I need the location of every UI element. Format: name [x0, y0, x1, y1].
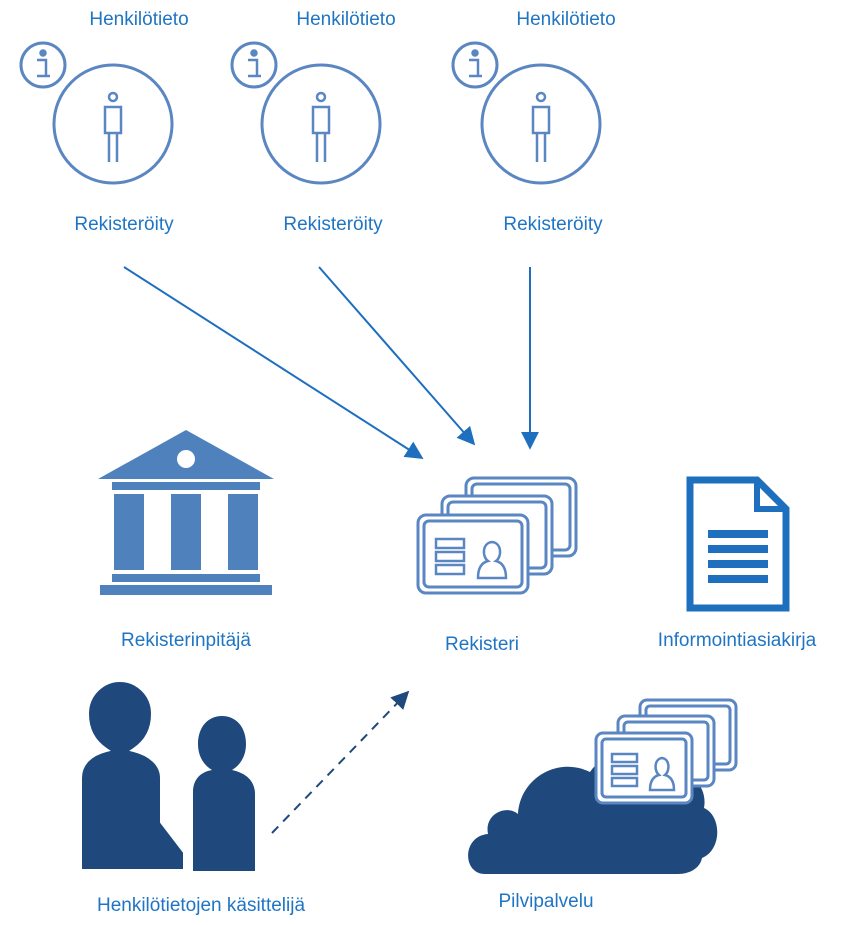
person-icon — [311, 91, 331, 162]
controller-label: Rekisterinpitäjä — [121, 630, 251, 651]
data-subject-3 — [451, 41, 602, 185]
info-icon — [230, 41, 278, 89]
processor-people-icon — [78, 677, 255, 873]
register-label: Rekisteri — [445, 634, 519, 655]
person-circle — [480, 63, 602, 185]
privacy-notice-label: Informointiasiakirja — [657, 630, 817, 651]
arrow-subject-2-to-register — [318, 266, 476, 446]
person-circle — [52, 63, 174, 185]
info-icon — [451, 41, 499, 89]
info-glyph — [248, 49, 261, 78]
subject-3-top-label: Henkilötieto — [516, 9, 616, 30]
subject-3-bottom-label: Rekisteröity — [503, 214, 603, 235]
info-glyph — [469, 49, 482, 78]
register-cards-icon — [416, 476, 578, 595]
controller-building-icon — [98, 430, 274, 595]
privacy-notice-document-icon — [686, 476, 790, 612]
info-glyph — [37, 49, 50, 78]
subject-1-top-label: Henkilötieto — [89, 9, 189, 30]
person-icon — [531, 91, 551, 162]
cloud-label: Pilvipalvelu — [498, 891, 594, 912]
processor-label: Henkilötietojen käsittelijä — [96, 895, 306, 916]
data-subject-2 — [230, 41, 382, 185]
subject-2-top-label: Henkilötieto — [296, 9, 396, 30]
person-circle — [260, 63, 382, 185]
info-icon — [19, 41, 67, 89]
arrow-processor-to-register — [271, 690, 410, 834]
person-icon — [103, 91, 123, 162]
subject-1-bottom-label: Rekisteröity — [74, 214, 174, 235]
subject-2-bottom-label: Rekisteröity — [283, 214, 383, 235]
cloud-service-icon — [468, 698, 738, 874]
data-subject-1 — [19, 41, 174, 185]
arrow-subject-1-to-register — [123, 266, 424, 459]
